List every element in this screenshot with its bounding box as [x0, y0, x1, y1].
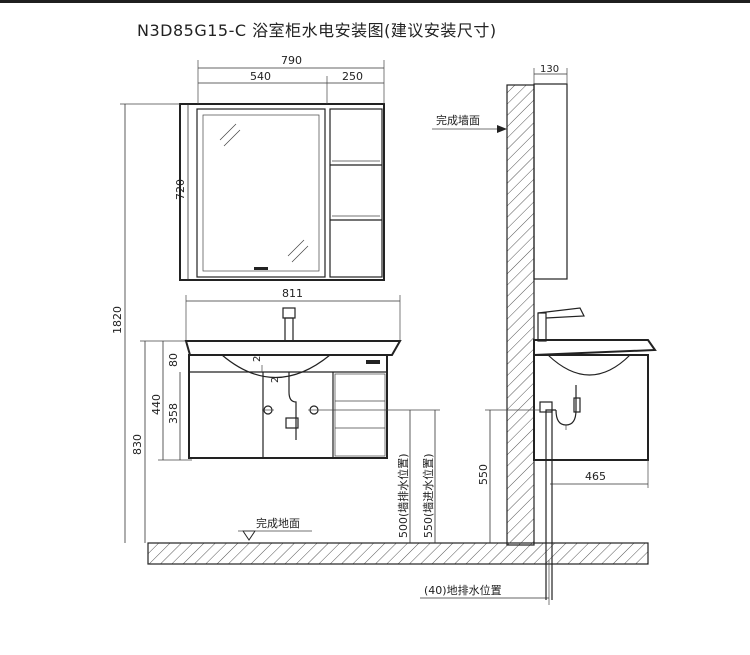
- floor-slab: [147, 542, 649, 565]
- dim-1820: 1820: [111, 306, 124, 334]
- dim-540: 540: [250, 70, 271, 83]
- dim-pipes-front: [320, 409, 440, 543]
- wall-inlet-label: 550(墙进水位置): [421, 453, 435, 538]
- dim-720: 720: [174, 179, 187, 200]
- finished-floor-label: 完成地面: [256, 516, 300, 530]
- dim-top: [120, 60, 385, 105]
- dim-550-side: 550: [477, 464, 490, 485]
- dim-790: 790: [281, 54, 302, 67]
- mirror-cabinet-side: [533, 68, 568, 280]
- dim-left: [124, 104, 192, 543]
- dim-465: 465: [585, 470, 606, 483]
- finished-floor-marker: [238, 530, 312, 541]
- dim-250: 250: [342, 70, 363, 83]
- dim-811: 811: [282, 287, 303, 300]
- basin-cabinet-front: [184, 295, 402, 459]
- dim-2b: 2: [270, 377, 281, 383]
- dim-830: 830: [131, 434, 144, 455]
- dim-440: 440: [150, 394, 163, 415]
- wall-drain-label: 500(墙排水位置): [396, 453, 410, 538]
- finished-wall-marker: [432, 125, 507, 133]
- floor-drain-marker: [420, 560, 550, 605]
- dim-130: 130: [540, 64, 559, 75]
- top-border-line: [0, 0, 750, 3]
- dim-2a: 2: [252, 356, 263, 362]
- basin-cabinet-side: [485, 307, 657, 600]
- finished-wall-label: 完成墙面: [436, 113, 480, 127]
- dim-358: 358: [167, 403, 180, 424]
- mirror-cabinet-front: [179, 103, 385, 281]
- dim-80: 80: [167, 353, 180, 367]
- page-title: N3D85G15-C 浴室柜水电安装图(建议安装尺寸): [137, 21, 497, 40]
- floor-drain-label: (40)地排水位置: [424, 583, 502, 597]
- wall-section: [506, 84, 535, 546]
